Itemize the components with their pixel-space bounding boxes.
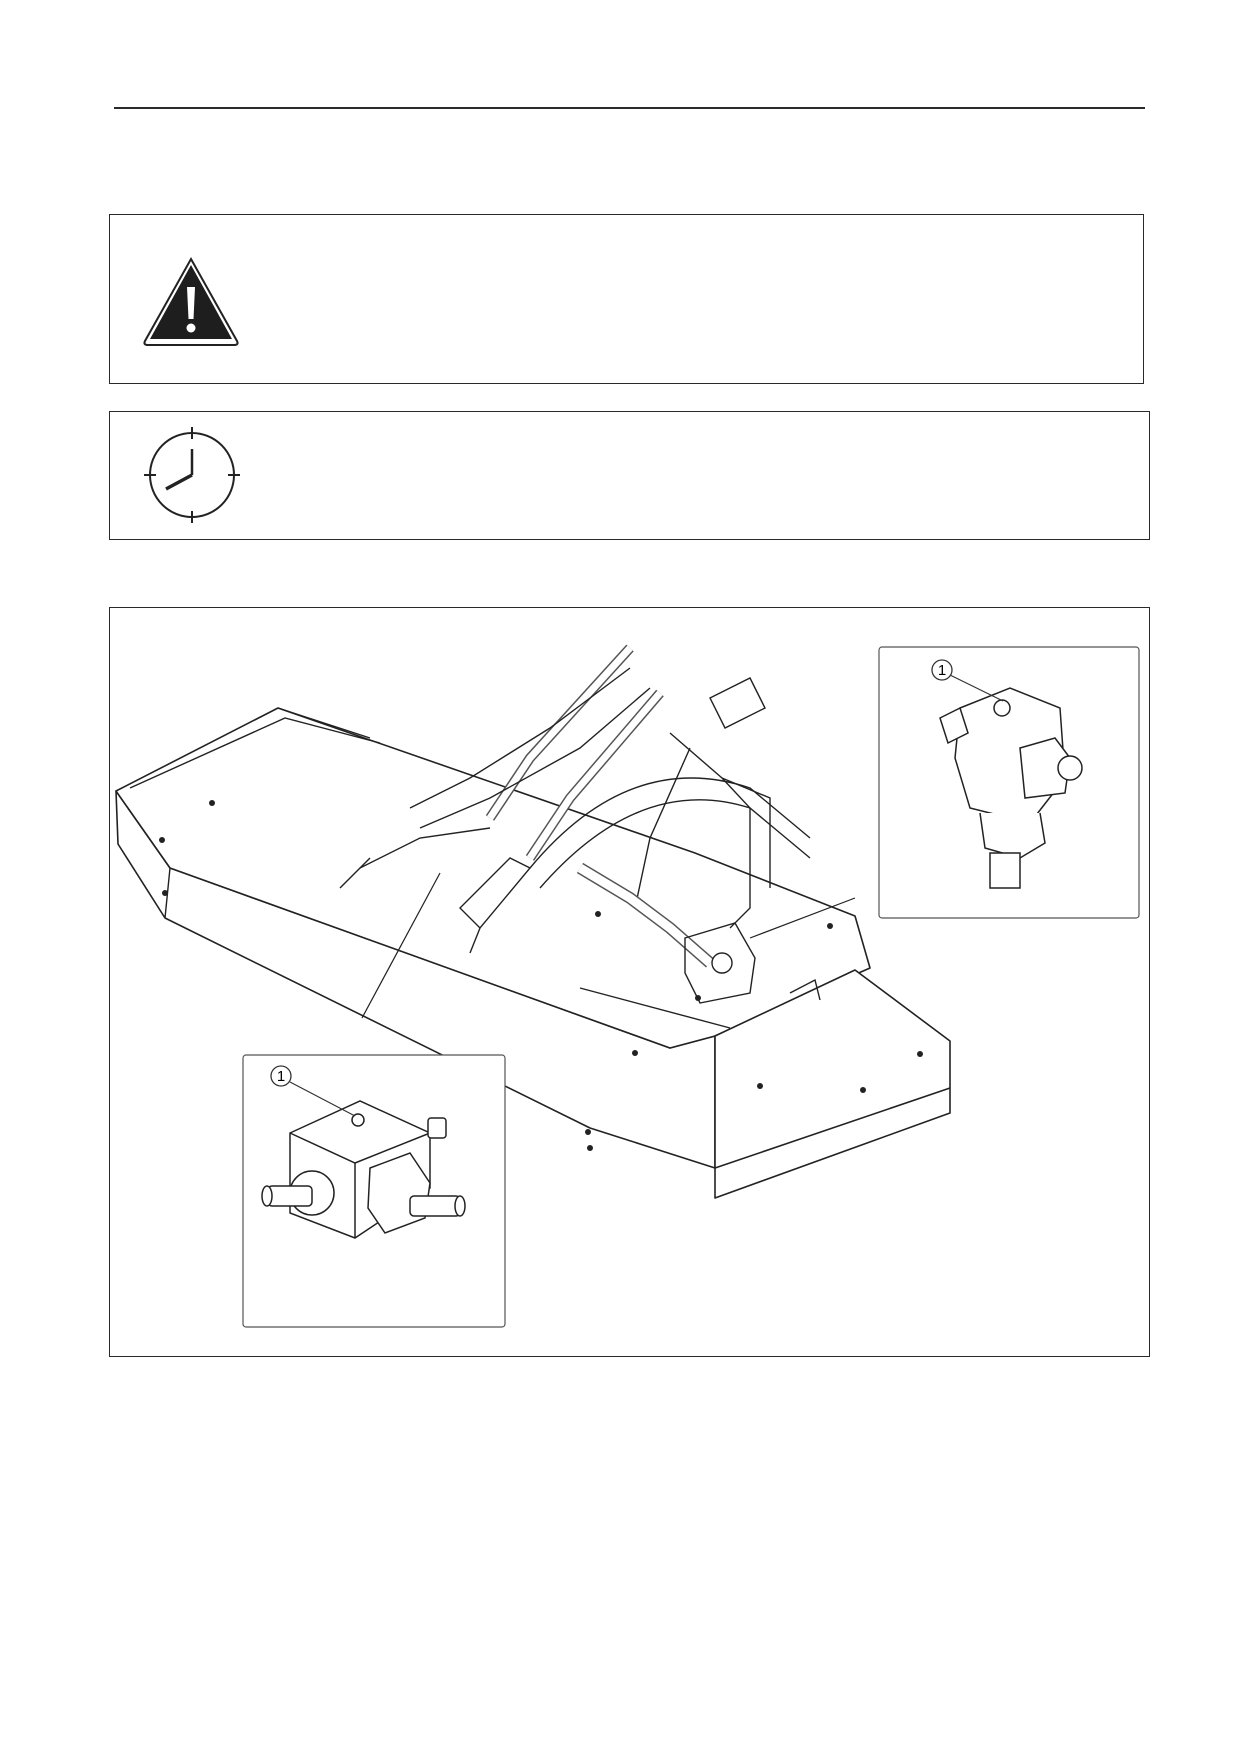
gearbox-inset-bottom: 1 xyxy=(242,1054,506,1328)
deck-top xyxy=(115,707,871,1049)
deck-end xyxy=(714,969,951,1199)
mower-illustration: 1 1 xyxy=(115,644,1140,1328)
warning-box xyxy=(109,214,1144,384)
time-note-box xyxy=(109,411,1150,540)
header-rule xyxy=(114,107,1145,109)
mower-figure: 1 1 xyxy=(109,607,1150,1357)
clock-icon xyxy=(144,427,240,523)
gearbox-inset-top: 1 xyxy=(878,646,1140,919)
callout-number: 1 xyxy=(938,662,946,679)
warning-triangle-icon xyxy=(143,256,239,346)
callout-number: 1 xyxy=(277,1068,285,1085)
